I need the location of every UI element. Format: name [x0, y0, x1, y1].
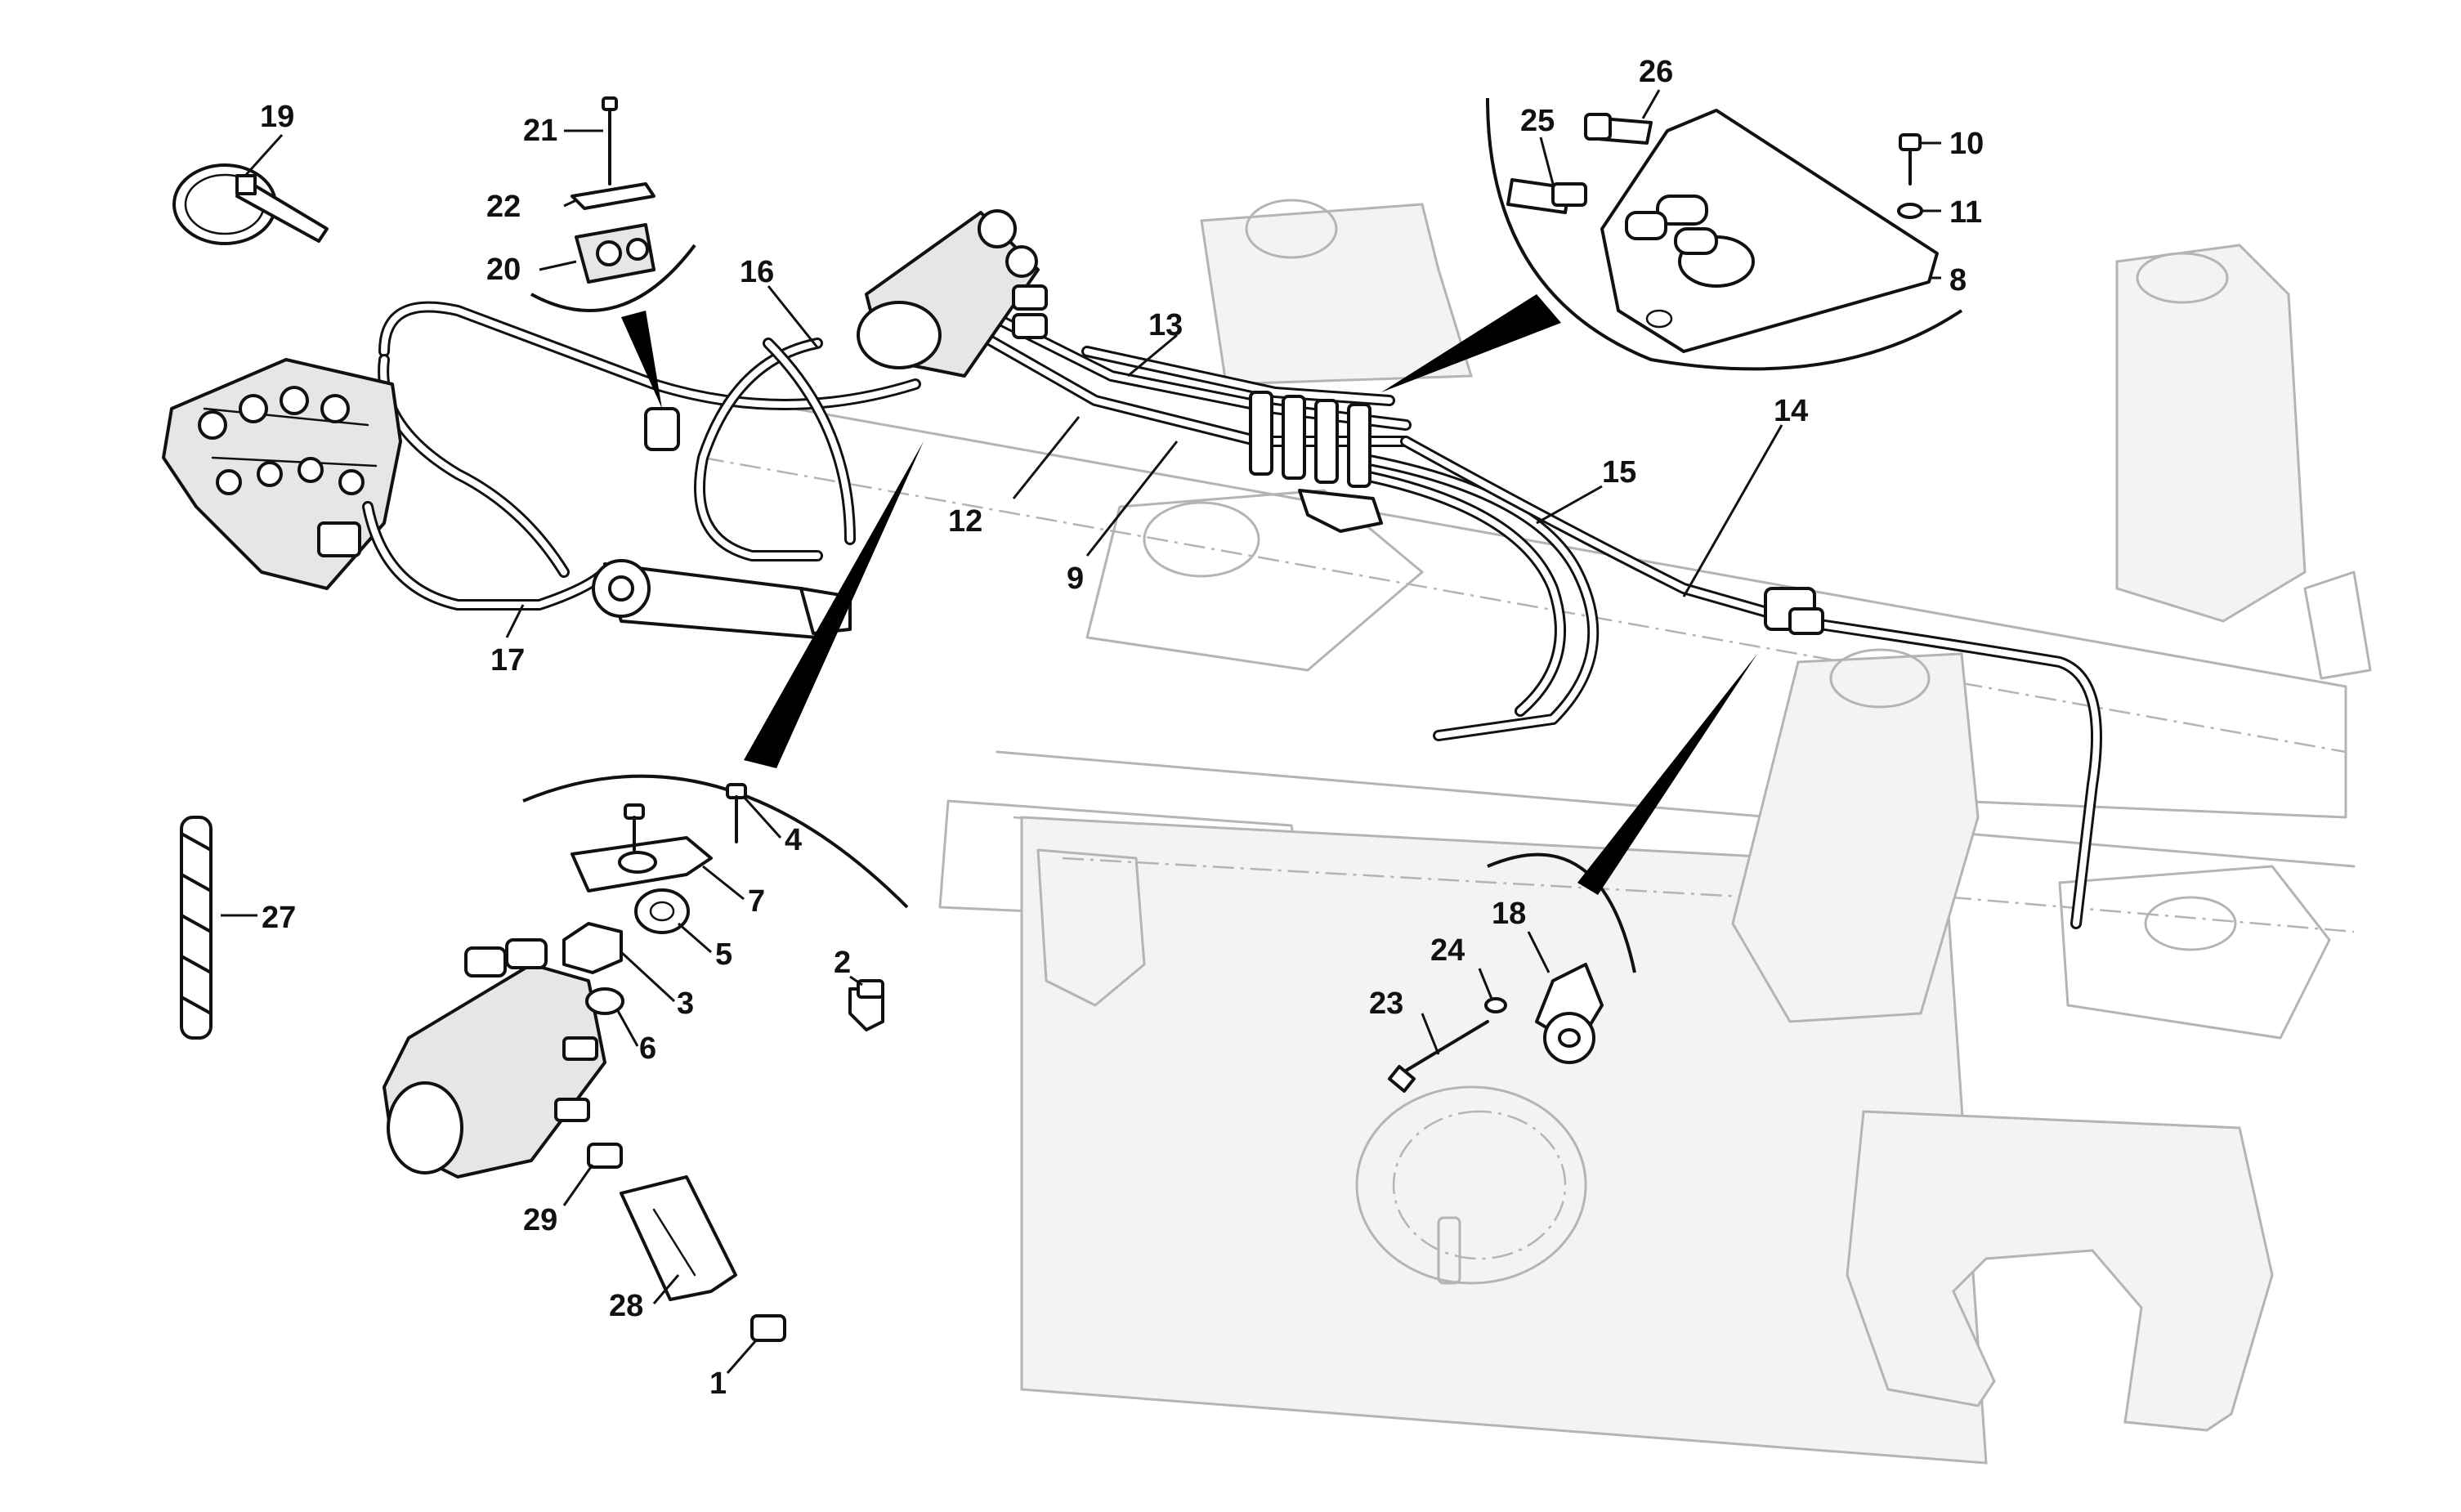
- callout-27: 27: [262, 901, 296, 935]
- detail-wedge-top-right: [1381, 294, 1561, 392]
- detail-arc-top-right: [1486, 97, 1963, 371]
- callout-25: 25: [1520, 104, 1555, 138]
- callout-24: 24: [1430, 933, 1465, 968]
- callout-29: 29: [523, 1203, 557, 1237]
- callout-13: 13: [1148, 308, 1183, 342]
- callout-16: 16: [740, 255, 774, 289]
- callout-3: 3: [677, 986, 694, 1021]
- detail-arc-bottom-right: [1487, 852, 1636, 973]
- callout-18: 18: [1492, 897, 1526, 931]
- chassis-frame-ghost: [701, 199, 2372, 1465]
- callout-2: 2: [834, 946, 851, 980]
- callout-4: 4: [785, 823, 802, 857]
- steering-unit: [857, 209, 1048, 378]
- detail-arc-top-left: [530, 244, 696, 312]
- control-valve-block: [162, 358, 611, 611]
- callout-21: 21: [523, 114, 557, 148]
- cable-tie-19: [172, 163, 329, 245]
- spiral-wrap-27: [180, 816, 213, 1040]
- leader-lines: [221, 89, 1941, 1374]
- detail-wedge-bottom-left: [744, 441, 924, 768]
- callout-28: 28: [609, 1289, 643, 1323]
- steering-port-detail: [383, 783, 884, 1342]
- callout-6: 6: [639, 1031, 656, 1066]
- hose-assembly: [378, 301, 2102, 929]
- callout-23: 23: [1369, 986, 1403, 1021]
- callout-7: 7: [748, 884, 765, 919]
- callout-19: 19: [260, 100, 294, 134]
- callout-11: 11: [1949, 195, 1982, 230]
- callout-9: 9: [1067, 561, 1084, 596]
- callout-5: 5: [715, 937, 732, 972]
- detail-wedge-top-left: [621, 311, 662, 409]
- detail-arc-bottom-left: [522, 774, 909, 909]
- sensor-detail-18: [1388, 963, 1604, 1093]
- clamp-set-20-22: [571, 96, 656, 284]
- callout-10: 10: [1949, 127, 1984, 161]
- callout-1: 1: [709, 1367, 727, 1401]
- callout-12: 12: [948, 504, 982, 539]
- callout-17: 17: [490, 643, 525, 678]
- bulkhead-plate-8: [1506, 109, 1939, 353]
- detail-wedge-bottom-right: [1577, 654, 1757, 895]
- callout-15: 15: [1602, 455, 1636, 490]
- callout-20: 20: [486, 253, 521, 287]
- callout-8: 8: [1949, 263, 1967, 297]
- hose-clamp-20: [644, 407, 680, 451]
- callout-14: 14: [1774, 394, 1808, 428]
- callout-22: 22: [486, 190, 521, 224]
- callout-26: 26: [1639, 55, 1673, 89]
- steering-cylinder: [592, 559, 852, 639]
- callout-labels: 1 2 3 4 5 6 7 8 9 10 11 12 13 14 15 16 1…: [260, 55, 1984, 1401]
